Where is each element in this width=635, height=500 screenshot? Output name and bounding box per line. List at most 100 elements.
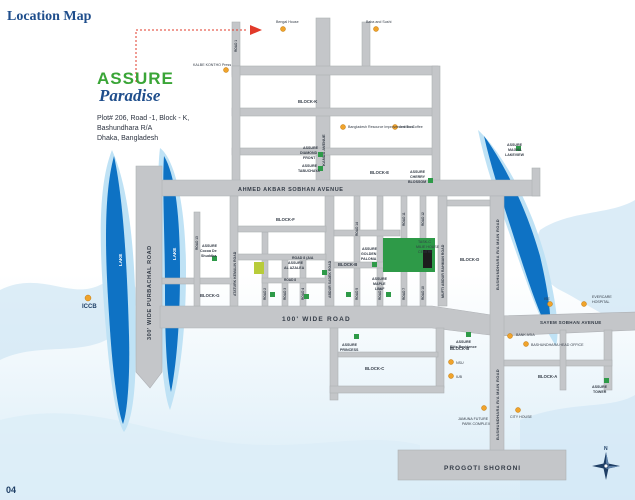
road-inner-h-254 <box>237 253 327 261</box>
poi-bank-dot <box>507 333 513 339</box>
label-assure-gold-2: GOLDEN <box>361 252 377 256</box>
label-iccb: ICCB <box>82 304 97 310</box>
label-road-2: ROAD 2 <box>263 288 267 300</box>
assure-cocoa-marker <box>212 256 217 261</box>
label-bashundhara-main-south: BASHUNDHARA R/A MAIN ROAD <box>495 369 500 440</box>
label-assure-cherry-2: CHERRY <box>410 175 426 179</box>
label-iub: IUB <box>456 375 463 379</box>
label-lake-west: LAKE <box>118 254 123 266</box>
label-kalbe: KALBE KONTHO Press <box>193 63 231 67</box>
label-block-g: BLOCK-G <box>200 293 220 298</box>
label-jamuna-1: JAMUNA FUTURE <box>458 417 489 421</box>
label-block-e: BLOCK-E <box>370 170 389 175</box>
label-road-6: ROAD 6 <box>378 288 382 300</box>
poi-iub-dot <box>448 373 454 379</box>
address-line-3: Dhaka, Bangladesh <box>97 135 159 142</box>
label-assure-diamond-1: ASSURE <box>303 146 319 150</box>
road-labels: AHMED AKBAR SOBHAN AVENUE 100' WIDE ROAD… <box>147 40 601 472</box>
assure-cherry-marker <box>428 178 433 183</box>
assure-maple-marker <box>386 292 391 297</box>
label-assure-cocoa-1: ASSURE <box>202 244 218 248</box>
label-tasic-2: MILIE HOUSE <box>416 245 440 249</box>
address-line-2: Bashundhara R/A <box>97 125 153 132</box>
poi-bashundhara-dot <box>523 341 529 347</box>
road-top-vertical-east <box>431 65 441 187</box>
label-arabika: Arabika Coffee <box>399 125 423 129</box>
assure-azalea-marker <box>322 270 327 275</box>
assure-tower-marker <box>346 292 351 297</box>
assure-sd-marker <box>304 294 309 299</box>
label-nsu: NSU <box>456 361 464 365</box>
road-abdur-sadek <box>324 195 335 307</box>
label-assure-magna-2: MAGNA <box>508 148 522 152</box>
label-evercare-1: EVERCARE <box>592 295 612 299</box>
assure-yamuna-marker <box>270 292 275 297</box>
label-road-5: ROAD 5 <box>355 288 359 300</box>
assure-diamond-marker <box>318 152 323 157</box>
label-block-k: BLOCK-K <box>298 99 317 104</box>
label-abdur-sadek: ABDUR SADEK ROAD <box>328 260 332 298</box>
poi-arabika-dot <box>392 124 398 130</box>
assure-tabuchaya-marker <box>318 166 323 171</box>
label-assure-gold-1: ASSURE <box>362 247 378 251</box>
yellow-site-marker <box>254 262 264 274</box>
road-block-k <box>231 107 439 117</box>
label-evercare-2: HOSPITAL <box>592 300 610 304</box>
road-300-wide-purbachal <box>135 165 163 389</box>
road-block-a-h <box>503 359 613 367</box>
project-brand: ASSURE Paradise <box>97 70 174 105</box>
poi-resource-dot <box>340 124 346 130</box>
road-progoti-shoroni <box>397 449 567 481</box>
poi-bengal-dot <box>280 26 286 32</box>
label-road-8: ROAD 8 <box>284 278 296 282</box>
assure-golden-marker <box>372 262 377 267</box>
assure-east-marker <box>604 378 609 383</box>
road-west-v-196 <box>193 211 201 307</box>
assure-elite-marker <box>466 332 471 337</box>
road-network <box>135 17 635 481</box>
label-road-13: ROAD 13 <box>195 236 199 250</box>
poi-evercare-dot <box>581 301 587 307</box>
label-ise: ISE <box>544 297 550 301</box>
brand-name-line1: ASSURE <box>97 69 174 88</box>
label-lake-east: LAKE <box>172 248 177 260</box>
road-ataturk-kemal <box>229 195 239 307</box>
label-block-b: BLOCK-B <box>450 346 469 351</box>
poi-baba-dot <box>373 26 379 32</box>
label-progoti: PROGOTI SHORONI <box>444 465 521 472</box>
poi-jamuna-dot <box>481 405 487 411</box>
jamuna-future-park-icon <box>423 250 432 268</box>
label-road-1: ROAD 1 <box>234 40 238 52</box>
label-bashundhara-main: BASHUNDHARA R/A MAIN ROAD <box>495 219 500 290</box>
project-pointer <box>135 25 262 82</box>
road-inner-h-block-d <box>446 199 491 207</box>
label-baba-sushi: Baba and Sushi <box>366 20 392 24</box>
road-bashundhara-main <box>489 195 505 451</box>
east-lake <box>163 156 180 392</box>
label-assure-princess-1: ASSURE <box>342 343 358 347</box>
label-assure-azalea-1: ASSURE <box>288 261 304 265</box>
label-block-a: BLOCK-A <box>538 374 557 379</box>
label-assure-elite-1: ASSURE <box>456 340 472 344</box>
poi-city-dot <box>515 407 521 413</box>
poi-markers <box>84 26 587 413</box>
page-title: Location Map <box>7 9 92 24</box>
assure-princess-marker <box>354 334 359 339</box>
poi-labels: Bengal House Baba and Sushi KALBE KONTHO… <box>82 20 612 426</box>
label-block-b2: BLOCK-B <box>338 262 357 267</box>
assure-magna-marker <box>516 146 521 151</box>
label-block-f: BLOCK-F <box>276 217 295 222</box>
label-road-14: ROAD 14 <box>355 222 359 236</box>
road-top-horizontal <box>231 65 439 76</box>
label-road-7: ROAD 7 <box>402 288 406 300</box>
label-ataturk: ATATURK KEMALIN ROAD <box>233 251 237 296</box>
label-assure-princess-2: PRINCESS <box>340 348 359 352</box>
poi-ise-dot <box>547 301 553 307</box>
block-labels: BLOCK-K BLOCK-E BLOCK-F BLOCK-G BLOCK-D … <box>200 99 557 379</box>
label-road-3: ROAD 3 <box>283 288 287 300</box>
label-assure-maple-2: MAPLE <box>373 282 386 286</box>
label-assure-cherry-1: ASSURE <box>410 170 426 174</box>
label-assure-elite-2: Elite Residence <box>450 345 477 349</box>
road-top-vertical-inner <box>231 65 241 187</box>
label-assure-cocoa-2: Cocoa De <box>200 249 217 253</box>
